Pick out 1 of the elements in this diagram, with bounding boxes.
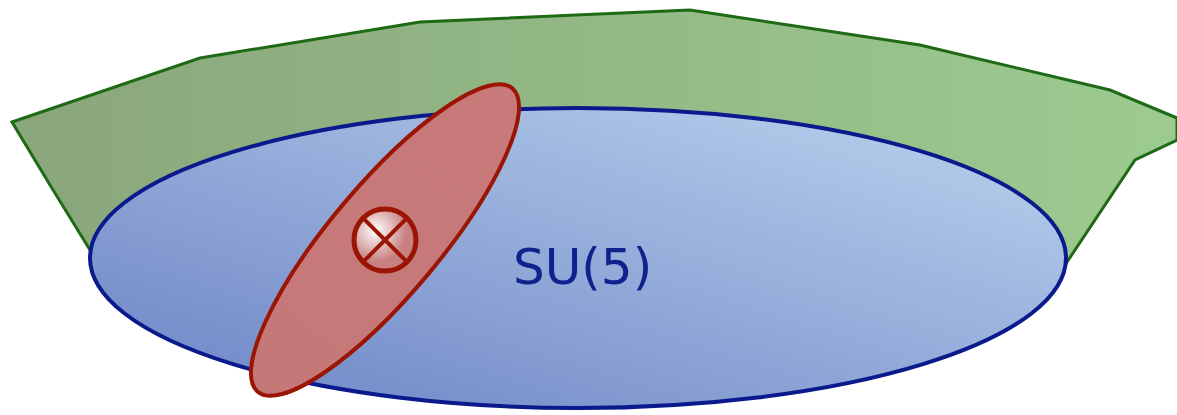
region-label: SU(5) <box>513 242 653 292</box>
